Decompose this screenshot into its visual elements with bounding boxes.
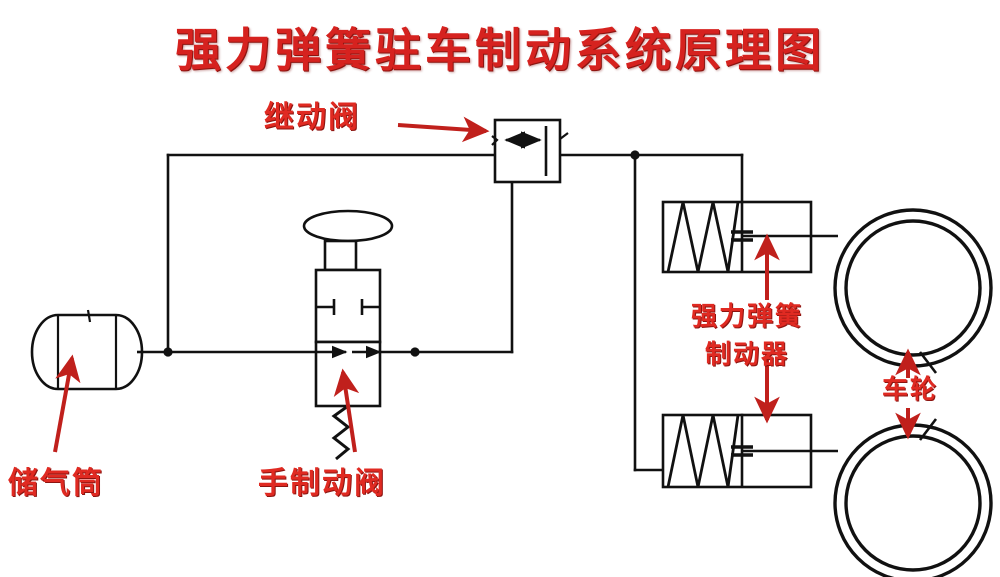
junction-dot-relay-output (630, 150, 640, 160)
annotation-arrows (53, 116, 921, 453)
arrow-to-relay-valve (397, 116, 490, 143)
actuator-upper-coil-spring (666, 201, 740, 273)
actuator-lower-coil-spring (666, 414, 740, 488)
actuator-upper-diaphragm (731, 230, 753, 242)
wheel-upper[interactable] (833, 208, 993, 374)
hand-brake-valve[interactable] (302, 209, 394, 461)
pipe-junctions (163, 150, 640, 357)
wheel-lower-tick (918, 418, 938, 441)
wheel-upper-tick (918, 351, 938, 374)
pipe-network (135, 153, 744, 472)
hand-brake-return-spring (331, 404, 351, 461)
label-spring-brake-line2: 制动器 (704, 340, 789, 370)
wheel-lower[interactable] (833, 418, 993, 577)
spring-brake-actuator-lower[interactable] (661, 413, 838, 489)
label-relay-valve: 继动阀 (264, 100, 360, 135)
spring-brake-actuator-upper[interactable] (661, 200, 838, 274)
relay-valve-inlet-port (491, 135, 499, 146)
label-hand-brake-valve: 手制动阀 (258, 466, 386, 501)
wheel-upper-outer-circle (833, 208, 993, 368)
hand-brake-knob[interactable] (302, 209, 394, 243)
junction-dot-handvalve (410, 347, 420, 357)
relay-valve-exhaust-port (559, 132, 569, 140)
air-reservoir[interactable] (30, 309, 144, 391)
actuator-lower-diaphragm (731, 445, 753, 457)
air-reservoir-port-tick (86, 309, 92, 323)
hand-brake-stem (323, 239, 358, 272)
air-reservoir-body (30, 313, 144, 391)
relay-valve[interactable] (491, 118, 569, 184)
arrow-to-air-reservoir (53, 354, 81, 453)
label-air-reservoir: 储气筒 (8, 466, 104, 501)
label-spring-brake-line1: 强力弹簧 (690, 302, 803, 332)
page-title: 强力弹簧驻车制动系统原理图 (175, 23, 825, 77)
arrow-to-hand-brake-valve (333, 368, 360, 453)
valve-closed-port-symbols (316, 299, 380, 315)
relay-valve-body (493, 118, 562, 184)
label-wheel: 车轮 (881, 375, 938, 405)
wheel-lower-outer-circle (833, 423, 993, 577)
junction-dot-reservoir (163, 347, 173, 357)
